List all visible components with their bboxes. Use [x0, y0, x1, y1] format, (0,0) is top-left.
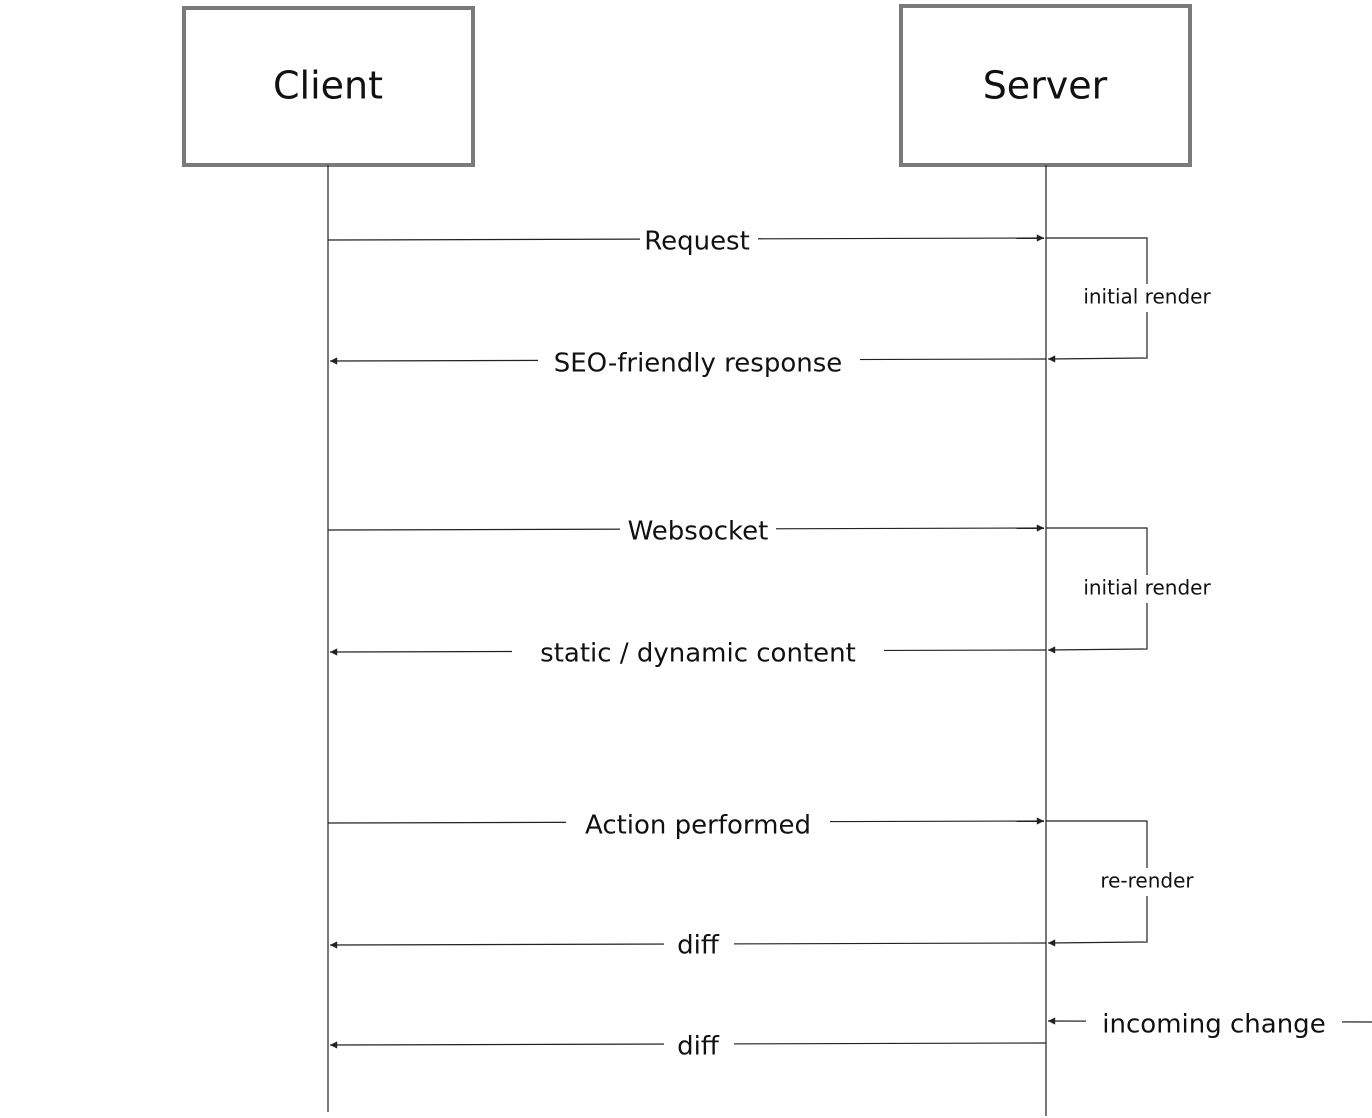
diff-1-label-bg	[664, 929, 734, 963]
action-label-bg	[566, 808, 830, 842]
message-diff-2: diff	[329, 1030, 1047, 1064]
message-request: Request	[327, 226, 1045, 257]
initial-render-1-label-bg	[1066, 284, 1228, 312]
request-label-bg	[640, 226, 758, 256]
server-label: Server	[983, 64, 1108, 108]
client-box	[182, 6, 475, 167]
content-label: static / dynamic content	[540, 639, 856, 669]
re-render-label: re-render	[1100, 869, 1194, 893]
self-loop-initial-render-1: initial render	[1046, 237, 1228, 363]
diff-1-label: diff	[677, 931, 720, 961]
diff-2-label-bg	[664, 1030, 734, 1064]
server-participant: Server	[899, 4, 1192, 167]
re-render-label-bg	[1088, 868, 1206, 896]
action-label: Action performed	[585, 811, 811, 841]
self-loop-re-render: re-render	[1046, 820, 1206, 947]
server-box	[899, 4, 1192, 167]
websocket-label-bg	[620, 515, 776, 547]
initial-render-1-label: initial render	[1083, 285, 1211, 309]
message-seo-response: SEO-friendly response	[329, 346, 1047, 379]
diff-2-label: diff	[677, 1032, 720, 1062]
seo-response-label: SEO-friendly response	[554, 349, 843, 379]
incoming-change-label-bg	[1086, 1008, 1342, 1042]
content-label-bg	[512, 637, 884, 669]
client-participant: Client	[182, 6, 475, 167]
seo-response-label-bg	[538, 346, 860, 378]
message-action: Action performed	[327, 808, 1045, 842]
client-label: Client	[273, 64, 383, 108]
message-diff-1: diff	[329, 929, 1047, 963]
message-incoming-change: incoming change	[1047, 1008, 1372, 1042]
message-content: static / dynamic content	[329, 637, 1047, 669]
incoming-change-label: incoming change	[1102, 1010, 1325, 1040]
initial-render-2-label: initial render	[1083, 576, 1211, 600]
message-websocket: Websocket	[327, 515, 1045, 547]
self-loop-initial-render-2: initial render	[1046, 527, 1228, 654]
request-label: Request	[644, 227, 750, 257]
websocket-label: Websocket	[628, 517, 769, 547]
initial-render-2-label-bg	[1066, 575, 1228, 603]
